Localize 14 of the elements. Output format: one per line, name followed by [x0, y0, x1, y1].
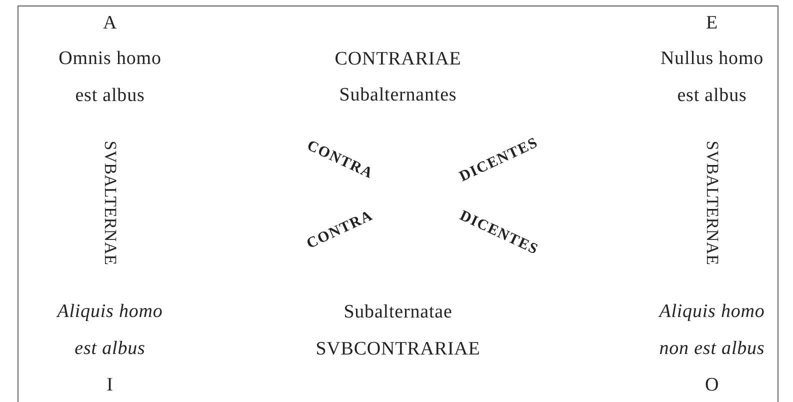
relation-label: CONTRARIAE — [334, 48, 462, 72]
corner-letter: E — [706, 12, 718, 36]
proposition-text: Omnis homo est albus — [58, 47, 162, 108]
relation-label: SVBCONTRARIAE — [316, 338, 480, 362]
corner-letter: O — [704, 374, 720, 398]
corner-letter: A — [102, 12, 118, 36]
relation-label: SVBALTERNAE — [100, 140, 120, 266]
relation-label: Subalternatae — [344, 300, 452, 324]
relation-label: SVBALTERNAE — [702, 140, 722, 266]
proposition-text: Nullus homo est albus — [659, 47, 765, 108]
corner-letter: I — [106, 374, 114, 398]
proposition-text: Aliquis homo non est albus — [657, 300, 766, 361]
relation-label: Subalternantes — [339, 84, 457, 108]
proposition-text: Aliquis homo est albus — [55, 300, 164, 361]
